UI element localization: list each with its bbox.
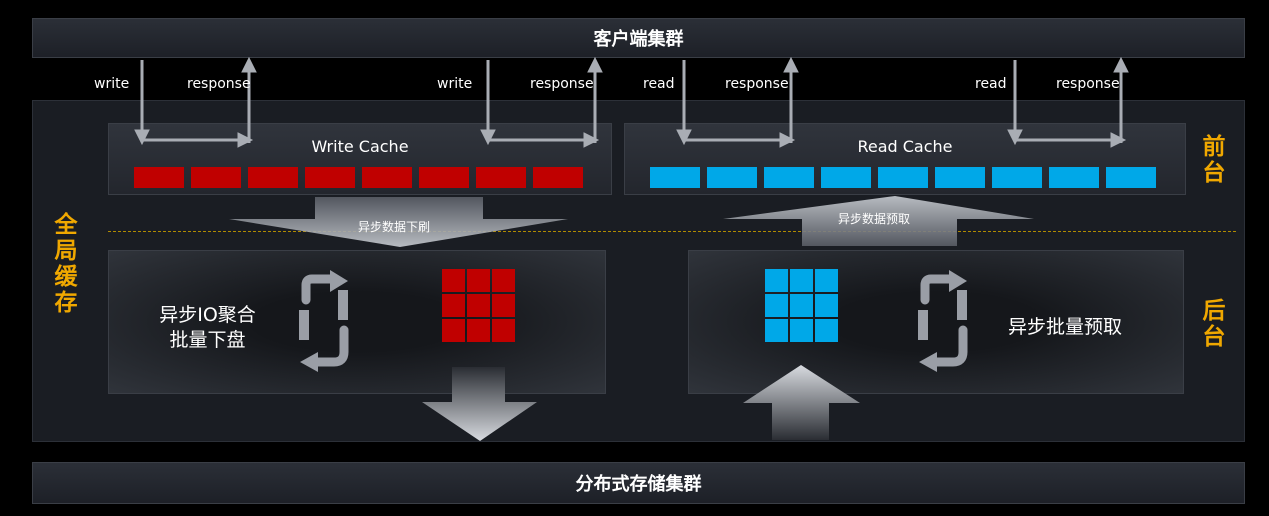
write-arrow-group-1 — [134, 56, 257, 148]
read-cache-blocks — [650, 167, 1156, 188]
read-cache-block — [1106, 167, 1156, 188]
read-label-2: read — [975, 76, 1007, 92]
response-label-3: response — [725, 76, 789, 92]
response-label-4: response — [1056, 76, 1120, 92]
read-cache-block — [992, 167, 1042, 188]
async-prefetch-arrow — [723, 196, 1034, 246]
storage-down-arrow — [422, 367, 537, 441]
write-cache-box: Write Cache — [108, 123, 612, 195]
response-label-2: response — [530, 76, 594, 92]
front-back-divider — [108, 231, 1236, 232]
write-cache-block — [419, 167, 469, 188]
read-cache-block — [650, 167, 700, 188]
read-cache-block — [764, 167, 814, 188]
write-cache-block — [191, 167, 241, 188]
backend-read-text: 异步批量预取 — [1007, 316, 1122, 338]
async-flush-arrow — [229, 197, 568, 247]
async-prefetch-label: 异步数据预取 — [838, 212, 911, 226]
frontend-label: 前台 — [1202, 134, 1226, 186]
storage-up-arrow — [743, 365, 860, 440]
read-cache-block — [821, 167, 871, 188]
client-cluster-bar: 客户端集群 — [32, 18, 1245, 58]
backend-write-line1: 异步IO聚合 — [159, 304, 256, 326]
read-cache-block — [935, 167, 985, 188]
client-cluster-label: 客户端集群 — [593, 29, 684, 50]
read-block-grid — [765, 269, 838, 342]
read-arrow-group-2 — [1007, 56, 1129, 148]
write-cache-title: Write Cache — [311, 137, 409, 156]
write-cache-block — [134, 167, 184, 188]
write-label-1: write — [94, 76, 130, 92]
read-cache-title: Read Cache — [857, 137, 953, 156]
write-arrow-group-2 — [480, 56, 603, 148]
cycle-icon-write — [301, 274, 349, 367]
write-block-grid — [442, 269, 515, 342]
read-cache-block — [1049, 167, 1099, 188]
global-cache-label: 全局缓存 — [54, 212, 78, 316]
write-cache-block — [248, 167, 298, 188]
response-label-1: response — [187, 76, 251, 92]
write-cache-block — [533, 167, 583, 188]
backend-label: 后台 — [1202, 298, 1226, 350]
read-cache-block — [707, 167, 757, 188]
read-label-1: read — [643, 76, 675, 92]
backend-write-line2: 批量下盘 — [169, 329, 246, 351]
storage-cluster-label: 分布式存储集群 — [575, 474, 702, 495]
read-cache-block — [878, 167, 928, 188]
write-cache-blocks — [134, 167, 583, 188]
read-cache-box: Read Cache — [624, 123, 1186, 195]
storage-cluster-bar: 分布式存储集群 — [32, 462, 1245, 504]
write-cache-block — [476, 167, 526, 188]
backend-write-box — [108, 250, 606, 394]
read-arrow-group-1 — [676, 56, 799, 148]
cycle-icon-read — [920, 274, 968, 367]
async-flush-label: 异步数据下刷 — [358, 220, 431, 234]
write-cache-block — [362, 167, 412, 188]
write-cache-block — [305, 167, 355, 188]
backend-write-text: 异步IO聚合 批量下盘 — [150, 303, 265, 353]
write-label-2: write — [437, 76, 473, 92]
